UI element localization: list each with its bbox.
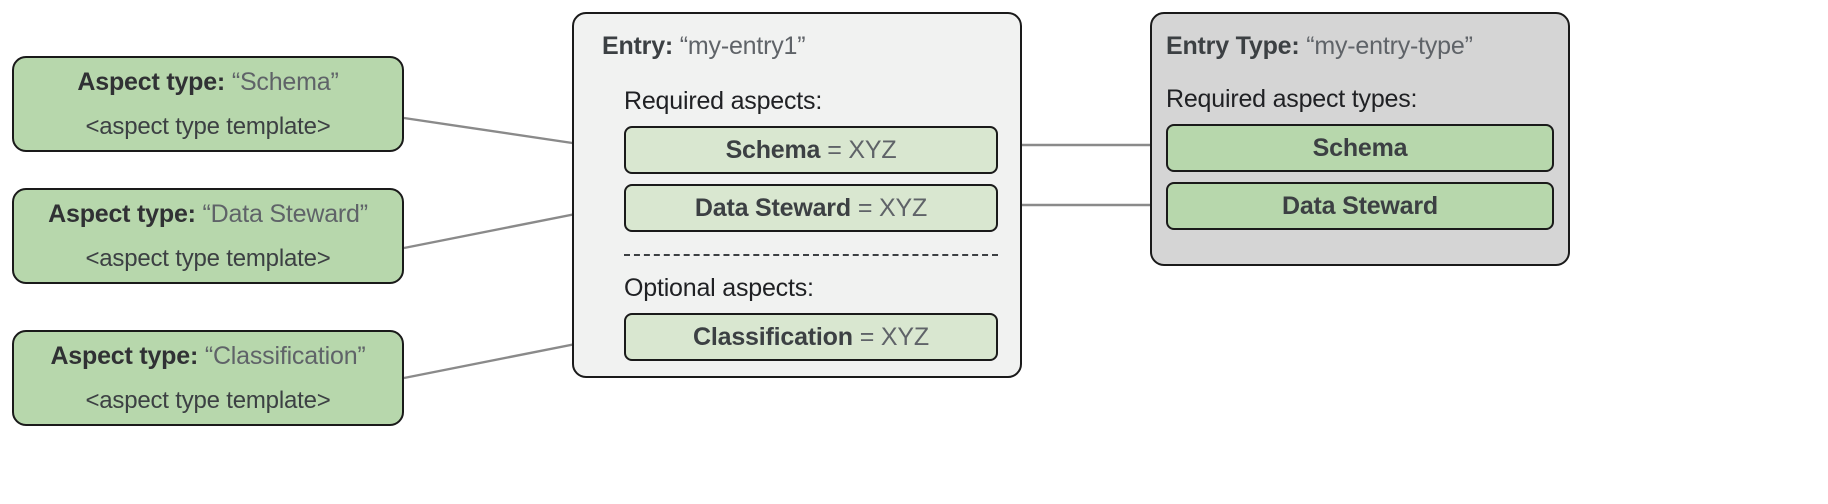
required-aspect-type-schema[interactable]: Schema	[1166, 124, 1554, 172]
aspect-value: = XYZ	[857, 193, 928, 222]
aspect-type-title: Aspect type: “Data Steward”	[48, 200, 368, 229]
aspect-type-card-classification[interactable]: Aspect type: “Classification” <aspect ty…	[12, 330, 404, 426]
aspect-type-title: Aspect type: “Classification”	[50, 342, 365, 371]
entry-optional-aspect-classification[interactable]: Classification= XYZ	[624, 313, 998, 361]
entry-type-name: “my-entry-type”	[1306, 32, 1473, 60]
entry-label: Entry:	[602, 32, 674, 60]
aspect-type-template: <aspect type template>	[85, 386, 331, 414]
required-optional-divider	[624, 254, 998, 256]
entry-required-aspects-label: Required aspects:	[624, 87, 823, 115]
entry-type-heading: Entry Type: “my-entry-type”	[1166, 32, 1554, 61]
aspect-type-label: Aspect type:	[77, 67, 226, 96]
aspect-type-template: <aspect type template>	[85, 112, 331, 140]
aspect-type-title: Aspect type: “Schema”	[77, 68, 338, 97]
aspect-type-template: <aspect type template>	[85, 244, 331, 272]
entry-type-label: Entry Type:	[1166, 32, 1300, 60]
required-aspect-type-data-steward[interactable]: Data Steward	[1166, 182, 1554, 230]
aspect-name: Schema	[725, 135, 821, 164]
aspect-type-name: “Classification”	[204, 341, 366, 370]
aspect-type-card-schema[interactable]: Aspect type: “Schema” <aspect type templ…	[12, 56, 404, 152]
entry-type-required-label: Required aspect types:	[1166, 85, 1418, 113]
aspect-type-name: “Data Steward”	[202, 199, 369, 228]
entry-required-aspect-schema[interactable]: Schema= XYZ	[624, 126, 998, 174]
aspect-type-name: “Schema”	[231, 67, 339, 96]
entry-name: “my-entry1”	[679, 32, 806, 60]
entry-type-panel[interactable]: Entry Type: “my-entry-type” Required asp…	[1150, 12, 1570, 266]
aspect-name: Classification	[693, 322, 853, 351]
aspect-name: Data Steward	[694, 193, 851, 222]
entry-optional-aspects-label: Optional aspects:	[624, 274, 814, 302]
aspect-type-card-data-steward[interactable]: Aspect type: “Data Steward” <aspect type…	[12, 188, 404, 284]
entry-heading: Entry: “my-entry1”	[602, 32, 998, 61]
aspect-type-label: Aspect type:	[50, 341, 199, 370]
entry-required-aspect-data-steward[interactable]: Data Steward= XYZ	[624, 184, 998, 232]
entry-panel[interactable]: Entry: “my-entry1” Required aspects: Sch…	[572, 12, 1022, 378]
aspect-value: = XYZ	[859, 322, 929, 351]
aspect-value: = XYZ	[827, 135, 897, 164]
aspect-type-label: Aspect type:	[48, 199, 196, 228]
